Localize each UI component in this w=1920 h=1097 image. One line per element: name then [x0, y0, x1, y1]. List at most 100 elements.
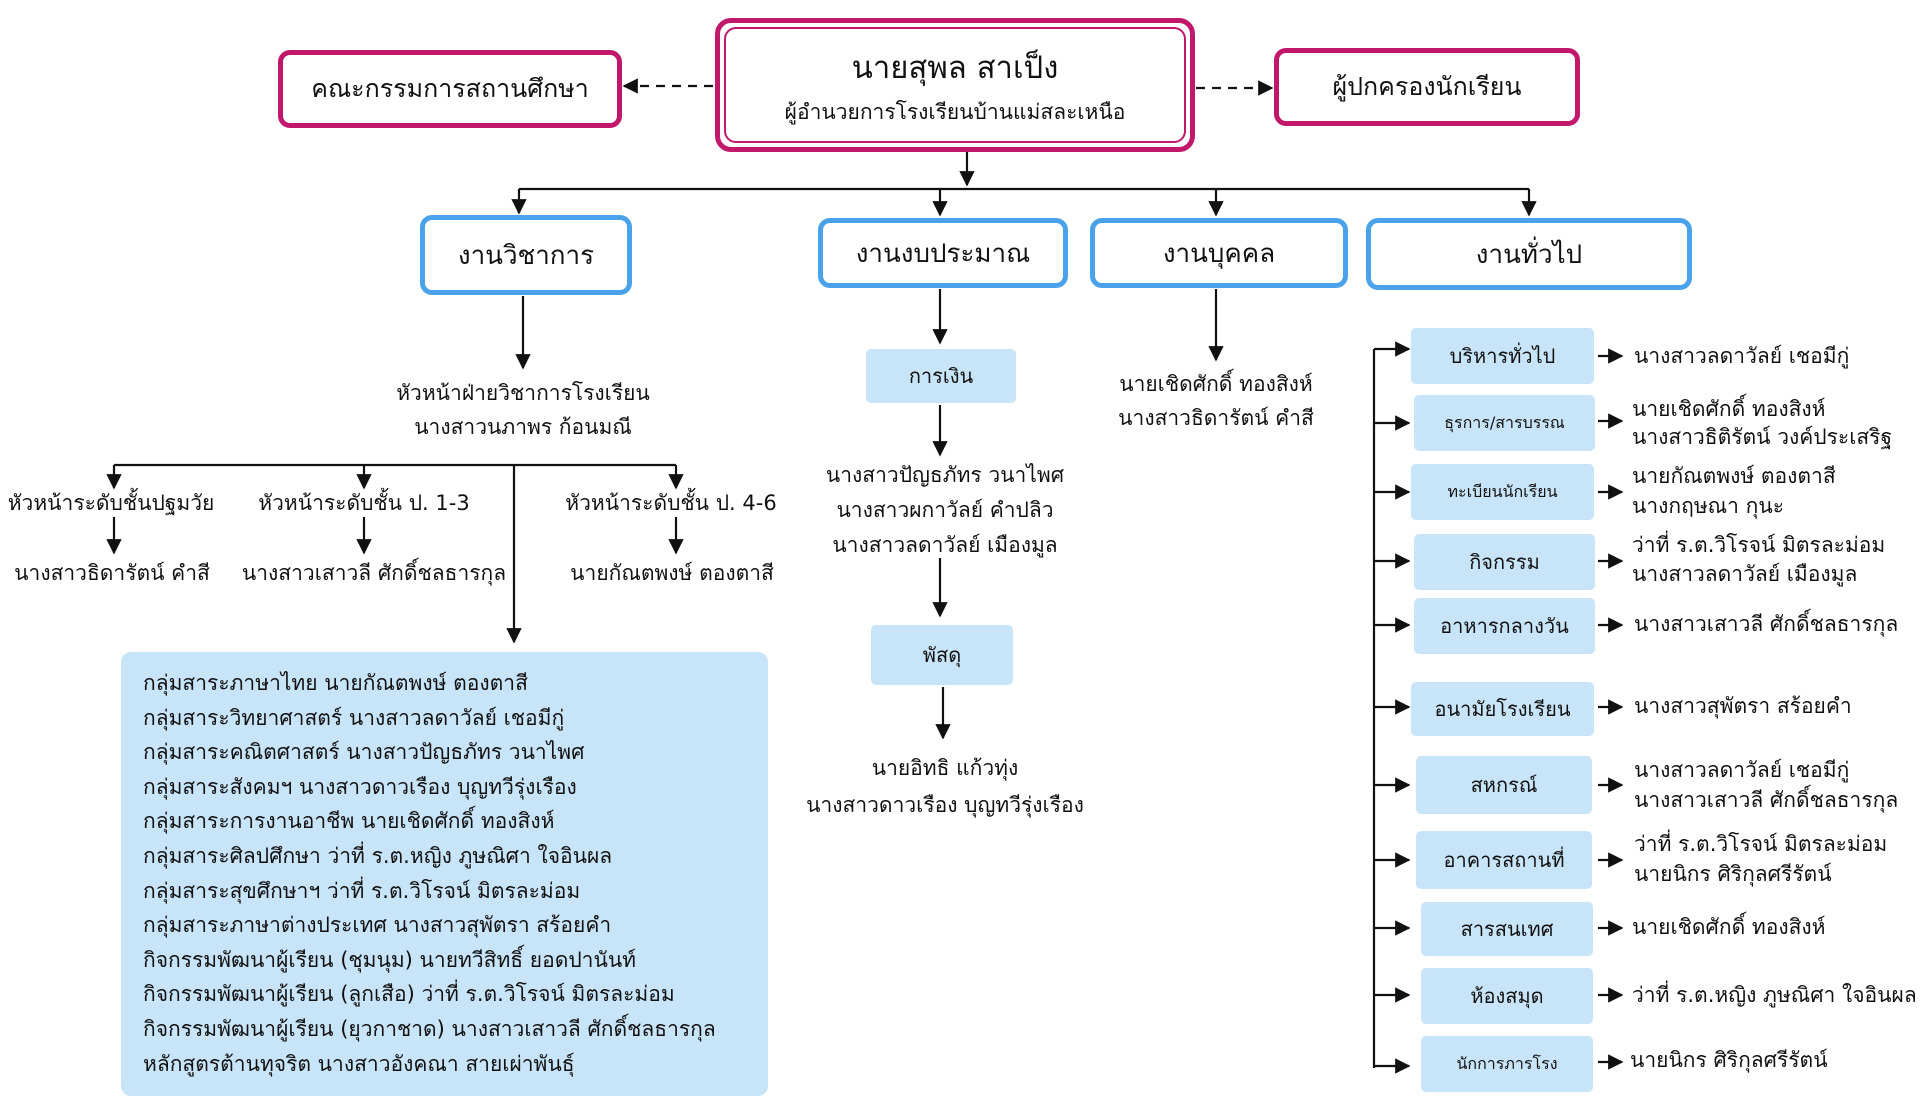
level-name-p1-3: นางสาวเสาวลี ศักดิ์ชลธารกุล [241, 561, 507, 585]
general-names-activities: ว่าที่ ร.ต.วิโรจน์ มิตรละม่อม นางสาวลดาว… [1632, 531, 1920, 589]
level-title-p4-6: หัวหน้าระดับชั้น ป. 4-6 [565, 491, 777, 515]
parents-box: ผู้ปกครองนักเรียน [1274, 48, 1580, 126]
personnel-name: นายเชิดศักดิ์ ทองสิงห์ [1119, 372, 1313, 396]
supplies-label: พัสดุ [922, 643, 962, 667]
personnel-names: นายเชิดศักดิ์ ทองสิงห์ นางสาวธิดารัตน์ ค… [1085, 367, 1347, 435]
director-name: นายสุพล สาเป็ง [851, 49, 1059, 86]
supplies-box: พัสดุ [871, 625, 1013, 685]
general-names-buildings: ว่าที่ ร.ต.วิโรจน์ มิตรละม่อม นายนิกร ศิ… [1634, 829, 1920, 889]
general-name: นางกฤษณา กุนะ [1632, 494, 1784, 518]
subject-group-row: กลุ่มสาระสุขศึกษาฯ ว่าที่ ร.ต.วิโรจน์ มิ… [143, 878, 581, 903]
committee-label: คณะกรรมการสถานศึกษา [311, 74, 589, 103]
academic-head-title: หัวหน้าฝ่ายวิชาการโรงเรียน [396, 381, 650, 405]
general-item-lunch: อาหารกลางวัน [1414, 598, 1595, 654]
personnel-box: งานบุคคล [1090, 218, 1348, 288]
parents-label: ผู้ปกครองนักเรียน [1332, 72, 1522, 101]
level-name-p4-6: นายกัณตพงษ์ ตองตาสี [570, 561, 774, 585]
committee-box: คณะกรรมการสถานศึกษา [278, 50, 622, 128]
general-name: นางสาวลดาวัลย์ เมืองมูล [1632, 562, 1858, 586]
general-item-health: อนามัยโรงเรียน [1411, 682, 1594, 736]
general-names-registrar: นายกัณตพงษ์ ตองตาสี นางกฤษณา กุนะ [1632, 461, 1920, 521]
general-item-library: ห้องสมุด [1421, 968, 1593, 1024]
general-name: นางสาวเสาวลี ศักดิ์ชลธารกุล [1634, 788, 1899, 812]
academic-box: งานวิชาการ [420, 215, 632, 295]
general-name: นายนิกร ศิริกุลศรีรัตน์ [1634, 862, 1832, 886]
general-item-label: สารสนเทศ [1460, 917, 1554, 941]
general-box: งานทั่วไป [1366, 218, 1692, 290]
general-item-clerical: ธุรการ/สารบรรณ [1414, 395, 1595, 451]
general-name: นางสาวสุพัตรา สร้อยคำ [1634, 694, 1852, 718]
finance-box: การเงิน [866, 349, 1016, 403]
subject-group-row: กลุ่มสาระศิลปศึกษา ว่าที่ ร.ต.หญิง ภูษณิ… [143, 843, 613, 868]
personnel-label: งานบุคคล [1162, 238, 1276, 269]
general-name: ว่าที่ ร.ต.หญิง ภูษณิศา ใจอินผล [1632, 983, 1917, 1007]
finance-names: นางสาวปัญธภัทร วนาไพศ นางสาวผกาวัลย์ คำป… [795, 458, 1095, 563]
general-item-label: อาคารสถานที่ [1443, 848, 1565, 872]
general-names-lunch: นางสาวเสาวลี ศักดิ์ชลธารกุล [1634, 614, 1898, 635]
general-item-janitor: นักการภารโรง [1421, 1036, 1593, 1092]
general-item-label: นักการภารโรง [1456, 1053, 1558, 1073]
general-item-label: อนามัยโรงเรียน [1434, 697, 1571, 721]
level-title-kindergarten: หัวหน้าระดับชั้นปฐมวัย [7, 491, 215, 515]
academic-head: หัวหน้าฝ่ายวิชาการโรงเรียน นางสาวนภาพร ก… [373, 376, 673, 444]
general-item-label: ทะเบียนนักเรียน [1447, 481, 1558, 501]
general-item-label: บริหารทั่วไป [1449, 344, 1556, 368]
general-item-label: อาหารกลางวัน [1440, 614, 1569, 638]
finance-name: นางสาวปัญธภัทร วนาไพศ [825, 463, 1065, 487]
general-name: นางสาวธิติรัตน์ วงค์ประเสริฐ [1632, 425, 1893, 449]
general-item-registrar: ทะเบียนนักเรียน [1411, 464, 1594, 520]
general-name: นางสาวลดาวัลย์ เชอมีกู่ [1634, 758, 1850, 782]
subject-group-row: กลุ่มสาระคณิตศาสตร์ นางสาวปัญธภัทร วนาไพ… [143, 740, 585, 765]
academic-head-name: นางสาวนภาพร ก้อนมณี [414, 415, 632, 439]
director-title: ผู้อำนวยการโรงเรียนบ้านแม่สละเหนือ [784, 99, 1126, 124]
director-box: นายสุพล สาเป็ง ผู้อำนวยการโรงเรียนบ้านแม… [715, 18, 1195, 152]
budget-label: งานงบประมาณ [855, 238, 1031, 269]
supplies-name: นางสาวดาวเรือง บุญทวีรุ่งเรือง [806, 793, 1084, 817]
finance-name: นางสาวผกาวัลย์ คำปลิว [836, 498, 1054, 522]
general-names-health: นางสาวสุพัตรา สร้อยคำ [1634, 696, 1852, 717]
supplies-names: นายอิทธิ แก้วทุ่ง นางสาวดาวเรือง บุญทวีร… [785, 750, 1105, 824]
general-name: นายนิกร ศิริกุลศรีรัตน์ [1630, 1048, 1828, 1072]
general-item-it: สารสนเทศ [1421, 902, 1593, 956]
budget-box: งานงบประมาณ [818, 218, 1068, 288]
general-names-library: ว่าที่ ร.ต.หญิง ภูษณิศา ใจอินผล [1632, 985, 1917, 1006]
general-item-cooperative: สหกรณ์ [1416, 756, 1592, 814]
general-name: นางสาวลดาวัลย์ เชอมีกู่ [1634, 344, 1850, 368]
general-item-buildings: อาคารสถานที่ [1416, 831, 1592, 889]
general-name: นายเชิดศักดิ์ ทองสิงห์ [1632, 397, 1826, 421]
general-item-label: ธุรการ/สารบรรณ [1444, 412, 1565, 432]
subject-group-row: หลักสูตรต้านทุจริต นางสาวอังคณา สายเผ่าพ… [143, 1051, 575, 1076]
subject-groups-panel: กลุ่มสาระภาษาไทย นายกัณตพงษ์ ตองตาสี กลุ… [121, 652, 768, 1096]
finance-name: นางสาวลดาวัลย์ เมืองมูล [832, 533, 1058, 557]
level-name-kindergarten: นางสาวธิดารัตน์ คำสี [14, 561, 210, 585]
academic-label: งานวิชาการ [457, 240, 595, 271]
subject-group-row: กลุ่มสาระการงานอาชีพ นายเชิดศักดิ์ ทองสิ… [143, 809, 555, 834]
general-name: ว่าที่ ร.ต.วิโรจน์ มิตรละม่อม [1632, 533, 1886, 557]
general-name: นายกัณตพงษ์ ตองตาสี [1632, 464, 1836, 488]
general-item-label: สหกรณ์ [1470, 773, 1538, 797]
general-names-clerical: นายเชิดศักดิ์ ทองสิงห์ นางสาวธิติรัตน์ ว… [1632, 395, 1920, 451]
personnel-name: นางสาวธิดารัตน์ คำสี [1118, 406, 1314, 430]
general-name: ว่าที่ ร.ต.วิโรจน์ มิตรละม่อม [1634, 832, 1888, 856]
general-names-admin: นางสาวลดาวัลย์ เชอมีกู่ [1634, 346, 1849, 367]
finance-label: การเงิน [908, 364, 974, 388]
general-item-label: ห้องสมุด [1470, 984, 1544, 1008]
subject-group-row: กลุ่มสาระสังคมฯ นางสาวดาวเรือง บุญทวีรุ่… [143, 774, 577, 799]
general-names-cooperative: นางสาวลดาวัลย์ เชอมีกู่ นางสาวเสาวลี ศัก… [1634, 755, 1920, 815]
subject-group-row: กลุ่มสาระวิทยาศาสตร์ นางสาวลดาวัลย์ เชอม… [143, 705, 565, 730]
subject-group-row: กิจกรรมพัฒนาผู้เรียน (ลูกเสือ) ว่าที่ ร.… [143, 982, 675, 1007]
general-name: นายเชิดศักดิ์ ทองสิงห์ [1632, 915, 1826, 939]
general-names-janitor: นายนิกร ศิริกุลศรีรัตน์ [1630, 1050, 1828, 1071]
general-item-admin: บริหารทั่วไป [1411, 328, 1594, 384]
general-label: งานทั่วไป [1475, 239, 1583, 270]
subject-group-row: กลุ่มสาระภาษาไทย นายกัณตพงษ์ ตองตาสี [143, 671, 528, 695]
subject-group-row: กิจกรรมพัฒนาผู้เรียน (ยุวกาชาด) นางสาวเส… [143, 1016, 716, 1041]
supplies-name: นายอิทธิ แก้วทุ่ง [871, 756, 1019, 780]
general-name: นางสาวเสาวลี ศักดิ์ชลธารกุล [1634, 612, 1899, 636]
general-item-activities: กิจกรรม [1414, 534, 1595, 590]
general-item-label: กิจกรรม [1469, 550, 1540, 574]
subject-group-row: กิจกรรมพัฒนาผู้เรียน (ชุมนุม) นายทวีสิทธ… [143, 947, 637, 972]
subject-group-row: กลุ่มสาระภาษาต่างประเทศ นางสาวสุพัตรา สร… [143, 913, 612, 938]
level-title-p1-3: หัวหน้าระดับชั้น ป. 1-3 [258, 491, 470, 515]
